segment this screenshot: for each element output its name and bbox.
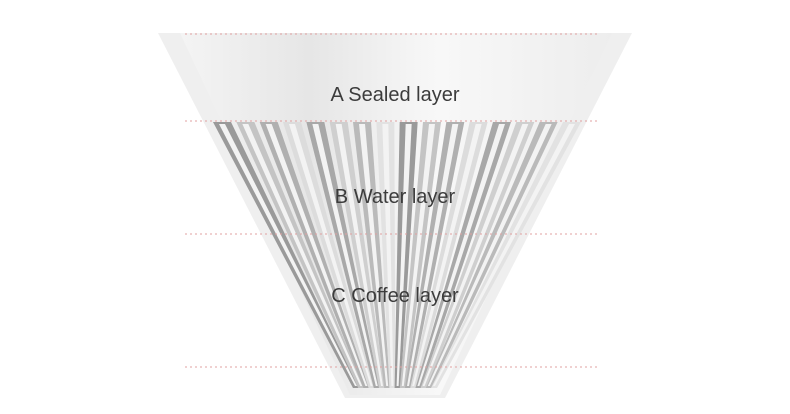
rib-highlight [312,124,378,386]
coffee-layer-label: C Coffee layer [331,285,459,307]
rib-highlight [265,124,368,386]
layer-dividers [185,33,600,368]
rib-highlight [359,124,389,386]
rib-highlight [396,124,412,386]
rib-highlight [242,124,363,386]
rib-highlight [412,124,482,386]
rib-highlight [422,124,529,386]
water-layer-label: B Water layer [334,186,456,208]
rib-highlight [417,124,505,386]
rib-highlight [219,124,357,386]
rib-highlight [401,124,435,386]
rib-highlight [335,124,383,386]
rib-highlight [427,124,552,386]
rib-highlight [407,124,459,386]
rib-highlight [382,124,394,386]
filter-ribs [213,122,581,388]
rib-highlight [289,124,373,386]
sealed-layer-label: A Sealed layer [330,84,460,106]
rib-highlight [433,124,575,386]
